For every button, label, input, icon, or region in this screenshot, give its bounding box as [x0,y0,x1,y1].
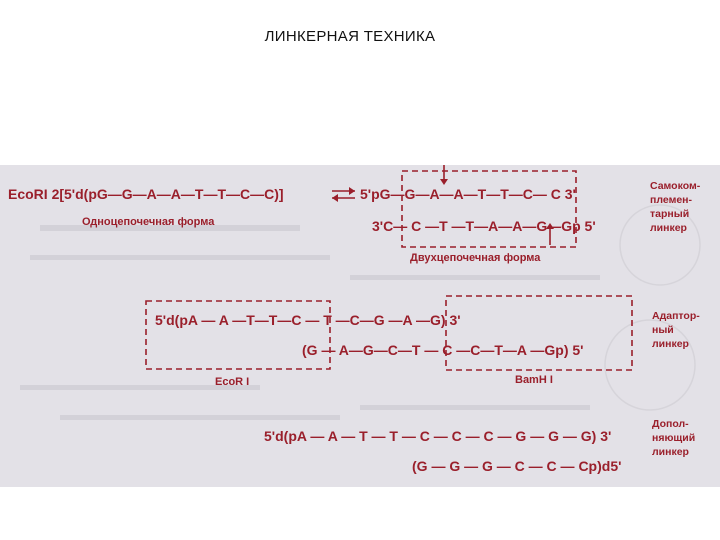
complementary-side-label-2: няющий [652,432,695,444]
adaptor-section: 5'd(pA — A —T—T—C — T —C—G —A —G) 3' (G … [145,295,700,388]
double-strand-box [401,170,577,248]
double-strand-label: Двухцепочечная форма [410,252,541,264]
equilibrium-arrows-icon [332,187,355,202]
bamhi-label: BamH I [515,374,553,386]
ecori-label: EcoR I [215,376,249,388]
self-comp-side-label-3: тарный [650,208,689,220]
diagram-scan: EcoRI 2[5'd(pG—G—A—A—T—T—C—C)] Одноцепоч… [0,165,720,487]
scan-texture [20,204,701,420]
single-strand-label: Одноцепочечная форма [82,216,215,228]
complementary-side-label-3: линкер [652,446,689,458]
complementary-bottom-strand: (G — G — G — C — C — Cp)d5' [412,458,621,474]
self-complementary-section: EcoRI 2[5'd(pG—G—A—A—T—T—C—C)] Одноцепоч… [8,165,701,264]
adaptor-top-strand: 5'd(pA — A —T—T—C — T —C—G —A —G) 3' [155,312,461,328]
ecori-box [145,300,331,370]
self-comp-side-label-4: линкер [650,222,687,234]
cut-arrow-top-icon [440,165,448,185]
slide-title: ЛИНКЕРНАЯ ТЕХНИКА [264,28,436,45]
complementary-section: 5'd(pA — A — T — T — C — C — C — G — G —… [264,418,695,474]
self-comp-side-label-2: племен- [650,194,693,206]
self-comp-side-label-1: Самоком- [650,180,701,192]
cut-arrow-bottom-icon [546,223,554,245]
adaptor-side-label-1: Адаптор- [652,310,700,322]
linker-diagram: EcoRI 2[5'd(pG—G—A—A—T—T—C—C)] Одноцепоч… [8,165,701,474]
ecori-single-strand-sequence: EcoRI 2[5'd(pG—G—A—A—T—T—C—C)] [8,186,284,202]
bamhi-box [445,295,633,371]
self-comp-bottom-strand: 3'C— C —T —T—A—A—G—Gp 5' [372,218,596,234]
self-comp-top-strand: 5'pG—G—A—A—T—T—C— C 3' [360,186,576,202]
adaptor-side-label-2: ный [652,324,674,336]
adaptor-side-label-3: линкер [652,338,689,350]
complementary-top-strand: 5'd(pA — A — T — T — C — C — C — G — G —… [264,428,611,444]
adaptor-bottom-strand: (G — A—G—C—T — C —C—T—A —Gp) 5' [302,342,584,358]
complementary-side-label-1: Допол- [652,418,689,430]
